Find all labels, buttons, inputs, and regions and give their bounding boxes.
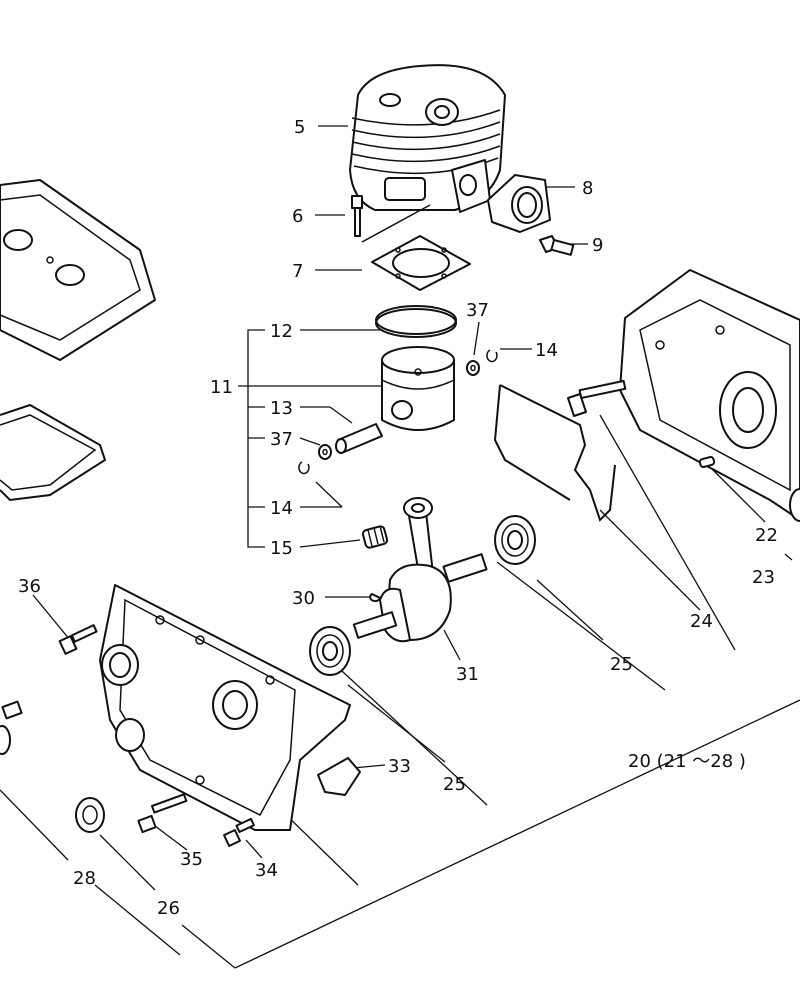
oil-seal — [75, 797, 105, 833]
label-part-31: 31 — [456, 664, 479, 685]
cylinder-bolt — [351, 195, 431, 243]
label-part-7: 7 — [292, 261, 303, 282]
piston-ring — [375, 305, 457, 338]
label-part-5: 5 — [294, 117, 305, 138]
crankcase-right-half — [619, 269, 800, 521]
circlips — [298, 349, 498, 475]
label-part-20-assembly: 20 (21 ～28 ) — [628, 751, 746, 772]
screw-36 — [58, 624, 98, 655]
label-part-25-right: 25 — [610, 654, 633, 675]
label-part-22: 22 — [755, 525, 778, 546]
label-part-26: 26 — [157, 898, 180, 919]
cylinder-gasket — [371, 235, 471, 291]
label-part-24: 24 — [690, 611, 713, 632]
thrust-washers — [318, 360, 480, 460]
cylinder — [349, 64, 506, 213]
label-part-6: 6 — [292, 206, 303, 227]
long-bolt — [567, 379, 627, 417]
needle-bearing — [361, 525, 389, 549]
main-bearing-right — [494, 515, 536, 565]
bracket-33 — [317, 757, 361, 796]
label-part-34: 34 — [255, 860, 278, 881]
label-part-12: 12 — [270, 321, 293, 342]
crankcase-gasket — [493, 384, 616, 522]
label-part-25-left: 25 — [443, 774, 466, 795]
label-part-35: 35 — [180, 849, 203, 870]
crankcase-left-half — [99, 584, 351, 831]
label-part-37-right: 37 — [466, 300, 489, 321]
flange-bolt — [539, 235, 575, 256]
label-part-37-left: 37 — [270, 429, 293, 450]
left-edge-parts — [0, 700, 23, 755]
label-part-14-left: 14 — [270, 498, 293, 519]
label-part-28: 28 — [73, 868, 96, 889]
piston — [381, 346, 455, 431]
intake-flange — [487, 174, 551, 233]
label-part-30: 30 — [292, 588, 315, 609]
label-part-9: 9 — [592, 235, 603, 256]
woodruff-key — [369, 593, 381, 603]
label-part-13: 13 — [270, 398, 293, 419]
label-part-23: 23 — [752, 567, 775, 588]
label-part-15: 15 — [270, 538, 293, 559]
right-edge-part — [789, 488, 800, 522]
part-labels: 5 6 7 8 9 11 12 13 14 14 15 20 (21 ～28 )… — [18, 117, 778, 919]
cover-top-left — [0, 179, 156, 361]
label-part-8: 8 — [582, 178, 593, 199]
label-part-11: 11 — [210, 377, 233, 398]
bolt-35 — [137, 793, 188, 834]
main-bearing-left — [309, 626, 351, 676]
bolt-34 — [223, 817, 255, 847]
leader-lines — [0, 125, 800, 969]
dowel-pin — [698, 455, 716, 469]
piston-pin — [335, 423, 383, 454]
label-part-14-right: 14 — [535, 340, 558, 361]
cover-gasket-left — [0, 403, 107, 502]
label-part-33: 33 — [388, 756, 411, 777]
crankshaft — [352, 497, 488, 643]
label-part-36: 36 — [18, 576, 41, 597]
